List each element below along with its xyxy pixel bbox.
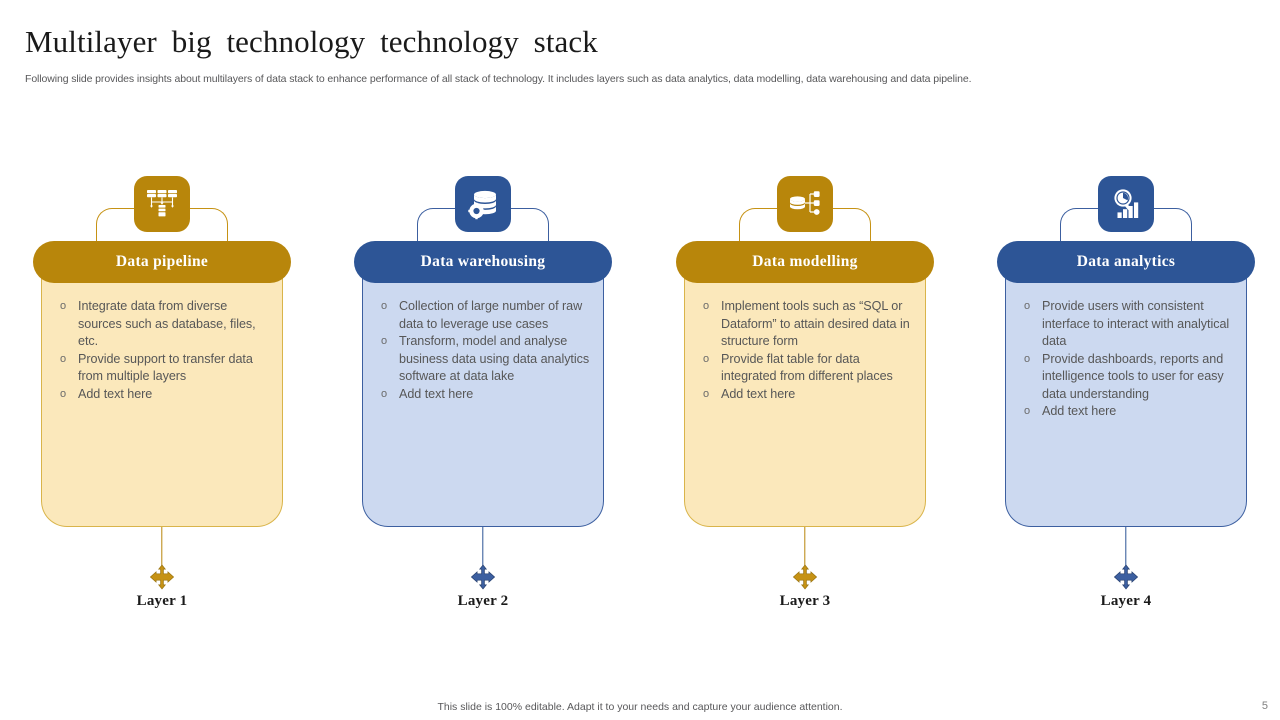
card-header-label: Data modelling xyxy=(752,253,858,270)
stem-connector xyxy=(482,527,484,570)
list-item: Add text here xyxy=(371,386,593,404)
magnifier-chart-icon xyxy=(1098,176,1154,232)
four-way-arrow-icon xyxy=(470,564,496,590)
list-item: Provide users with consistent interface … xyxy=(1014,298,1236,351)
list-item: Add text here xyxy=(693,386,915,404)
layer-label-4: Layer 4 xyxy=(1100,593,1152,609)
list-item: Integrate data from diverse sources such… xyxy=(50,298,272,351)
list-item: Add text here xyxy=(1014,403,1236,421)
bullet-list-3: Implement tools such as “SQL or Dataform… xyxy=(693,298,915,403)
card-body-3: Implement tools such as “SQL or Dataform… xyxy=(684,262,926,527)
card-header-label: Data analytics xyxy=(1076,253,1176,270)
four-way-arrow-icon xyxy=(1113,564,1139,590)
stem-connector xyxy=(1125,527,1127,570)
list-item: Collection of large number of raw data t… xyxy=(371,298,593,333)
server-network-icon xyxy=(134,176,190,232)
page-subtitle: Following slide provides insights about … xyxy=(25,73,972,85)
card-header-label: Data warehousing xyxy=(420,253,546,270)
bullet-list-1: Integrate data from diverse sources such… xyxy=(50,298,272,403)
card-header-label: Data pipeline xyxy=(115,253,209,270)
four-way-arrow-icon xyxy=(149,564,175,590)
layer-label-3: Layer 3 xyxy=(779,593,831,609)
database-gear-icon xyxy=(455,176,511,232)
card-header-1: Data pipeline xyxy=(33,241,291,283)
stem-connector xyxy=(161,527,163,570)
card-body-1: Integrate data from diverse sources such… xyxy=(41,262,283,527)
page-title: Multilayer big technology technology sta… xyxy=(25,24,598,59)
card-header-2: Data warehousing xyxy=(354,241,612,283)
card-body-4: Provide users with consistent interface … xyxy=(1005,262,1247,527)
footer-note: This slide is 100% editable. Adapt it to… xyxy=(437,701,843,713)
card-header-3: Data modelling xyxy=(676,241,934,283)
stem-connector xyxy=(804,527,806,570)
list-item: Provide flat table for data integrated f… xyxy=(693,351,915,386)
list-item: Provide support to transfer data from mu… xyxy=(50,351,272,386)
list-item: Implement tools such as “SQL or Dataform… xyxy=(693,298,915,351)
list-item: Add text here xyxy=(50,386,272,404)
bullet-list-2: Collection of large number of raw data t… xyxy=(371,298,593,403)
list-item: Provide dashboards, reports and intellig… xyxy=(1014,351,1236,404)
bullet-list-4: Provide users with consistent interface … xyxy=(1014,298,1236,421)
list-item: Transform, model and analyse business da… xyxy=(371,333,593,386)
card-header-4: Data analytics xyxy=(997,241,1255,283)
page-number: 5 xyxy=(1261,700,1268,712)
layer-label-1: Layer 1 xyxy=(136,593,188,609)
card-body-2: Collection of large number of raw data t… xyxy=(362,262,604,527)
layer-label-2: Layer 2 xyxy=(457,593,509,609)
database-branch-icon xyxy=(777,176,833,232)
four-way-arrow-icon xyxy=(792,564,818,590)
